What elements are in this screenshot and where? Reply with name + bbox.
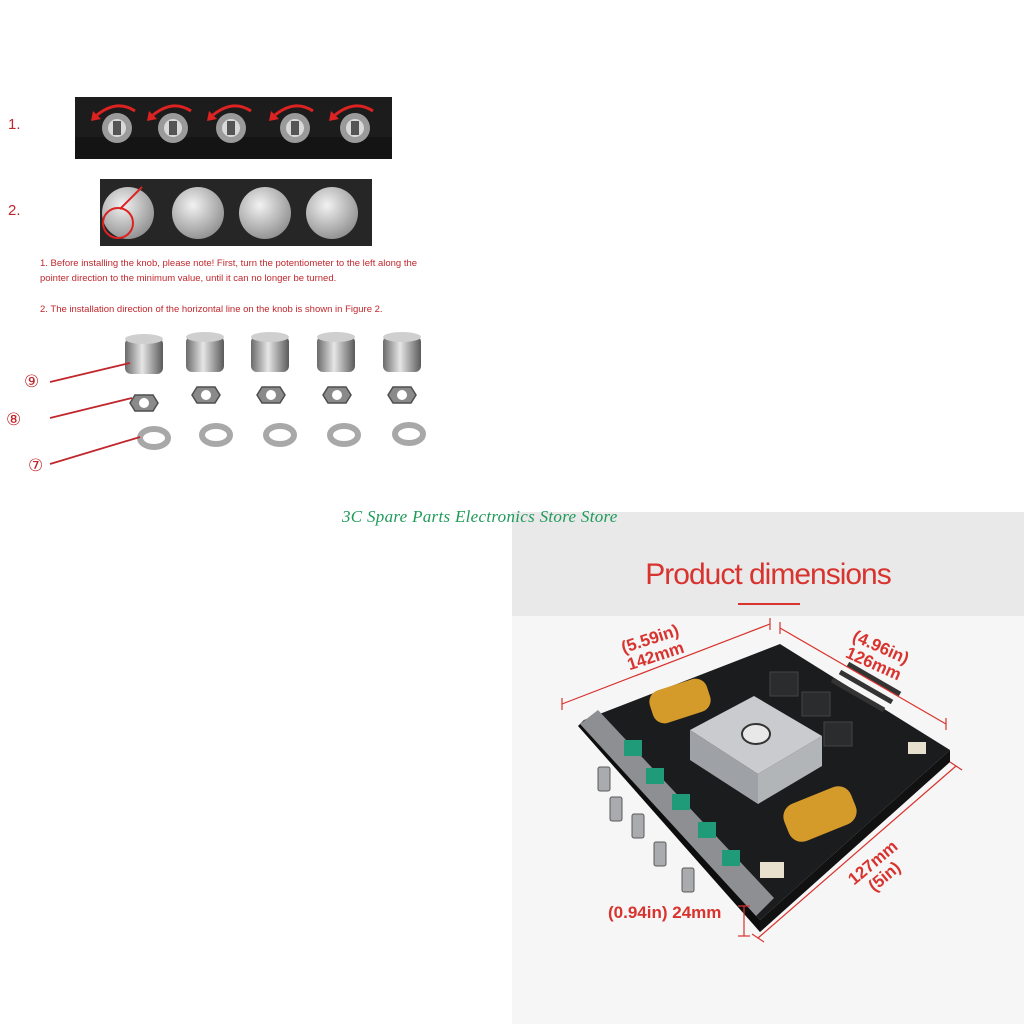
step-2-photo [100,179,372,246]
step-2-label: 2. [8,202,21,219]
knob-rotation-photo [75,97,392,159]
step-1-photo [75,97,392,159]
note-1-line-2: pointer direction to the minimum value, … [40,273,337,284]
note-1-line-1: 1. Before installing the knob, please no… [40,258,418,269]
knob-3 [251,332,289,372]
potentiometers [624,740,740,866]
inductors [769,671,853,747]
rotation-arrows [96,104,374,117]
dimensions-header [512,512,1024,616]
knob-2 [186,332,224,372]
washer-row [137,422,426,450]
parts-illustration [49,332,426,465]
step-1-label: 1. [8,116,21,133]
heatsink-logo [741,723,771,745]
note-2: 2. The installation direction of the hor… [40,304,383,315]
dimension-lines [561,618,963,943]
capacitor-1 [649,678,711,724]
shaft-2 [158,113,188,143]
callout-washer: ⑦ [28,456,44,476]
rear-heatsink-fins [830,661,902,713]
dimensions-title: Product dimensions [645,558,891,591]
callout-knob: ⑨ [24,372,40,392]
board-illustration [561,618,963,943]
pointer-arrow [119,186,143,210]
knob-top-4 [306,187,358,239]
knob-top-2 [172,187,224,239]
callout-nut: ⑧ [6,410,22,430]
knob-shafts [597,766,695,893]
parts-diagram [20,330,450,480]
callout-lines [49,362,141,465]
highlight-circle [102,207,134,239]
store-watermark: 3C Spare Parts Electronics Store Store [342,507,618,526]
height-dimension: (0.94in) 24mm [608,903,722,922]
knob-top-3 [239,187,291,239]
note-1: 1. Before installing the knob, please no… [40,256,480,286]
connector-2 [908,742,926,754]
knob-orientation-photo [100,179,372,246]
knob-5 [383,332,421,372]
shaft-3 [216,113,246,143]
title-underline [738,603,800,605]
knob-1 [125,334,163,374]
dimensions-panel: Product dimensions [512,512,1024,1024]
capacitor-2 [783,786,857,842]
shaft-5 [340,113,370,143]
connector-1 [760,862,784,878]
shaft-4 [280,113,310,143]
shaft-1 [102,113,132,143]
knob-4 [317,332,355,372]
knob-row [125,332,421,374]
